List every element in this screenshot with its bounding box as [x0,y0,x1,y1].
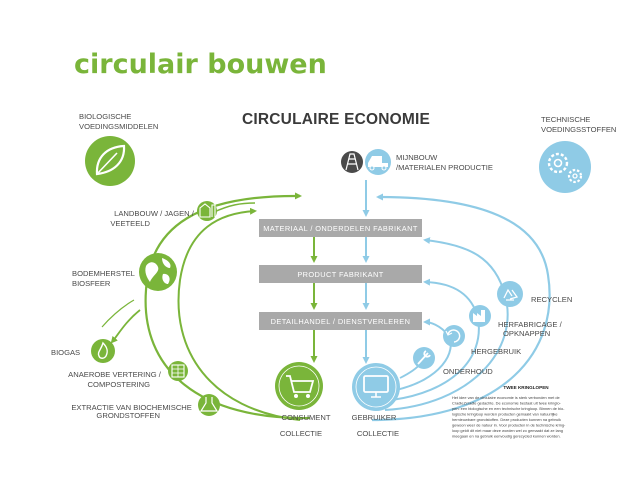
tech-heading: TECHNISCHE VOEDINGSSTOFFEN [541,115,616,134]
box-product-manufacturer-label: PRODUCT FABRIKANT [297,270,383,279]
soil-label: BODEMHERSTEL BIOSFEER [72,269,137,288]
anaerobic-label-line-1: ANAEROBE VERTERING / [68,370,162,379]
monitor-icon [352,363,400,411]
anaerobic-label-line-2: COMPOSTERING [88,380,151,389]
note-line-5: hernieuwbare grondstoffen. Deze producte… [452,417,561,422]
mining-label: MIJNBOUW /MATERIALEN PRODUCTIE [396,153,493,172]
box-product-manufacturer: PRODUCT FABRIKANT [259,265,422,283]
collection-left-label: COLLECTIE [280,429,322,438]
wrench-icon [413,347,435,369]
note-line-1: Het idee van de circulaire economie is s… [452,395,560,400]
farming-label-line-1: LANDBOUW / JAGEN / [114,209,195,218]
extraction-label: EXTRACTIE VAN BIOCHEMISCHE GRONDSTOFFEN [71,403,194,420]
bio-heading-line-2: VOEDINGSMIDDELEN [79,122,158,131]
anaerobic-label: ANAEROBE VERTERING / COMPOSTERING [68,370,163,389]
brand-logo-text: circulair bouwen [74,49,327,80]
note-body: Het idee van de circulaire economie is s… [452,395,566,439]
mining-tower-icon [341,151,363,173]
bio-heading: BIOLOGISCHE VOEDINGSMIDDELEN [79,112,158,131]
extraction-label-line-2: GRONDSTOFFEN [96,411,160,420]
leaf-icon [85,136,135,186]
recycle-label: RECYCLEN [531,295,572,304]
consumer-label: CONSUMENT [282,413,331,422]
box-material-manufacturer-label: MATERIAAL / ONDERDELEN FABRIKANT [263,224,418,233]
box-material-manufacturer: MATERIAAL / ONDERDELEN FABRIKANT [259,219,422,237]
farming-barn-icon [197,201,217,221]
shopping-cart-icon [275,362,323,410]
tech-heading-line-1: TECHNISCHE [541,115,590,124]
box-retail-services-label: DETAILHANDEL / DIENSTVERLEREN [271,317,411,326]
note-line-3: pen: een biologische en een technische k… [452,406,565,411]
mining-label-line-2: /MATERIALEN PRODUCTIE [396,163,493,172]
note-line-8: meegaan en na gebruik eenvoudig gerecycl… [452,434,561,439]
globe-icon [139,253,177,291]
box-retail-services: DETAILHANDEL / DIENSTVERLEREN [259,312,422,330]
user-label: GEBRUIKER [352,413,397,422]
flask-icon [198,394,220,416]
note-title: TWEE KRINGLOPEN [503,385,549,390]
gears-icon [539,141,591,193]
mining-label-line-1: MIJNBOUW [396,153,438,162]
factory-icon [469,305,491,327]
collection-right-label: COLLECTIE [357,429,399,438]
refurbish-label-line-1: HERFABRICAGE / [498,320,563,329]
note-line-6: gewoon weer de natuur in. Voor producten… [452,423,566,428]
note-line-4: logische kringloop worden producten gema… [452,412,558,417]
farming-label-line-2: VEETEELD [110,219,150,228]
bio-heading-line-1: BIOLOGISCHE [79,112,131,121]
extraction-label-line-1: EXTRACTIE VAN BIOCHEMISCHE [71,403,192,412]
tech-heading-line-2: VOEDINGSSTOFFEN [541,125,616,134]
reuse-label: HERGEBRUIK [471,347,521,356]
compost-bin-icon [168,361,188,381]
biogas-label: BIOGAS [51,348,80,357]
biological-loop [101,192,311,421]
central-flow-arrows [310,180,370,364]
note-line-2: CradleZcradle gedachte. De economie best… [452,401,561,406]
soil-label-line-1: BODEMHERSTEL [72,269,135,278]
page-title: CIRCULAIRE ECONOMIE [242,111,430,128]
farming-label: LANDBOUW / JAGEN / VEETEELD [110,209,196,228]
note-line-7: loop geldt dit niet maar deze worden wel… [452,428,563,433]
maintain-label: ONDERHOUD [443,367,493,376]
soil-label-line-2: BIOSFEER [72,279,111,288]
flame-icon [91,339,115,363]
refurbish-label-line-2: OPKNAPPEN [503,329,550,338]
reuse-icon [443,325,465,347]
recycle-icon [497,281,523,307]
mining-truck-icon [365,149,391,175]
refurbish-label: HERFABRICAGE / OPKNAPPEN [498,320,564,338]
